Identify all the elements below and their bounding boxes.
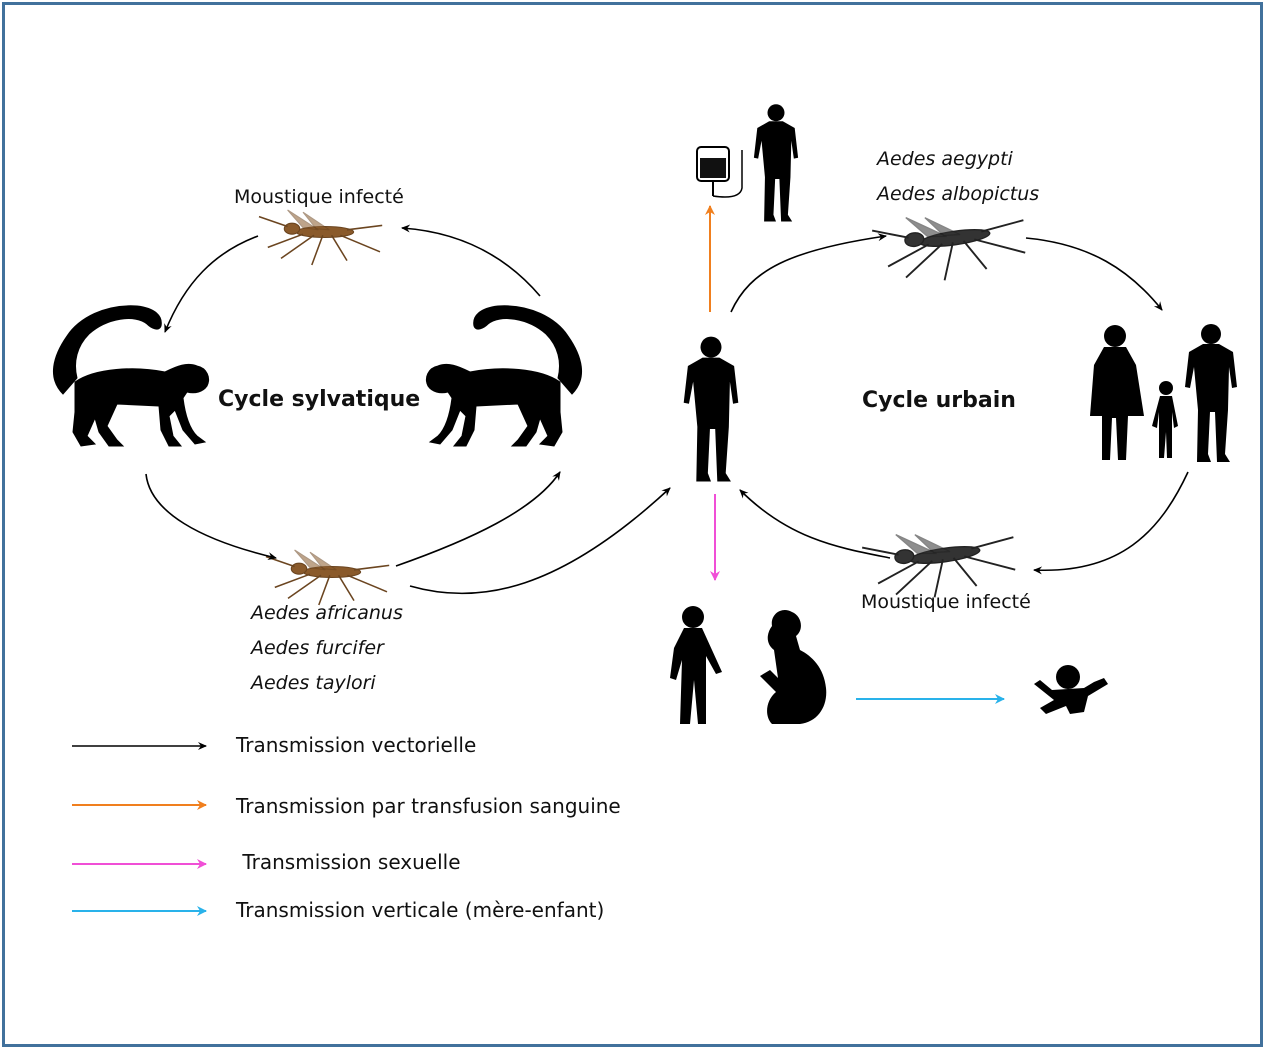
vector-arrows	[145, 224, 1189, 595]
legend-label-transfusion: Transmission par transfusion sanguine	[235, 794, 621, 818]
mosquito-sylvatic-bottom-icon	[265, 549, 390, 606]
family-icon	[1090, 324, 1237, 462]
arrow-left-monkey-to-mosq	[145, 473, 277, 561]
legend-label-sexual: Transmission sexuelle	[236, 850, 461, 874]
species-sylvatic-3: Aedes taylori	[249, 672, 376, 694]
monkey-left-icon	[52, 305, 210, 447]
blood-donor-man-icon	[753, 104, 799, 222]
baby-icon	[1034, 665, 1108, 714]
arrow-right-monkey-to-mosq	[401, 224, 541, 297]
pregnant-woman-icon	[760, 609, 827, 724]
legend: Transmission vectorielle Transmission pa…	[72, 733, 621, 922]
legend-label-vertical: Transmission verticale (mère-enfant)	[235, 898, 604, 922]
mosquito-sylvatic-top-icon	[258, 209, 383, 266]
arrow-man-to-aegypti	[730, 233, 887, 313]
mosquito-urban-top-icon	[870, 200, 1032, 291]
species-sylvatic-1: Aedes africanus	[249, 602, 403, 624]
monkey-right-icon	[425, 305, 583, 447]
arrow-family-to-mosq	[1033, 471, 1189, 575]
species-urban-1: Aedes aegypti	[875, 148, 1014, 170]
cycle-urban-label: Cycle urbain	[862, 388, 1016, 413]
cycle-sylvatic-label: Cycle sylvatique	[218, 387, 420, 412]
mosquito-urban-label: Moustique infecté	[861, 591, 1031, 613]
arrow-mosq-to-right-monkey	[395, 471, 561, 567]
mosquito-sylvatic-label: Moustique infecté	[234, 186, 404, 208]
woman-partner-icon	[670, 606, 722, 724]
arrow-mosq-to-man-urban	[739, 489, 891, 559]
legend-label-vector: Transmission vectorielle	[235, 733, 476, 757]
infected-man-icon	[683, 336, 739, 482]
species-urban-2: Aedes albopictus	[875, 183, 1039, 205]
arrow-aegypti-to-family	[1025, 237, 1163, 311]
arrow-mosq-to-man	[409, 487, 671, 595]
transfusion-bag-icon	[696, 146, 743, 198]
arrow-mosq-to-left-monkey	[164, 235, 259, 333]
species-sylvatic-2: Aedes furcifer	[249, 637, 385, 659]
